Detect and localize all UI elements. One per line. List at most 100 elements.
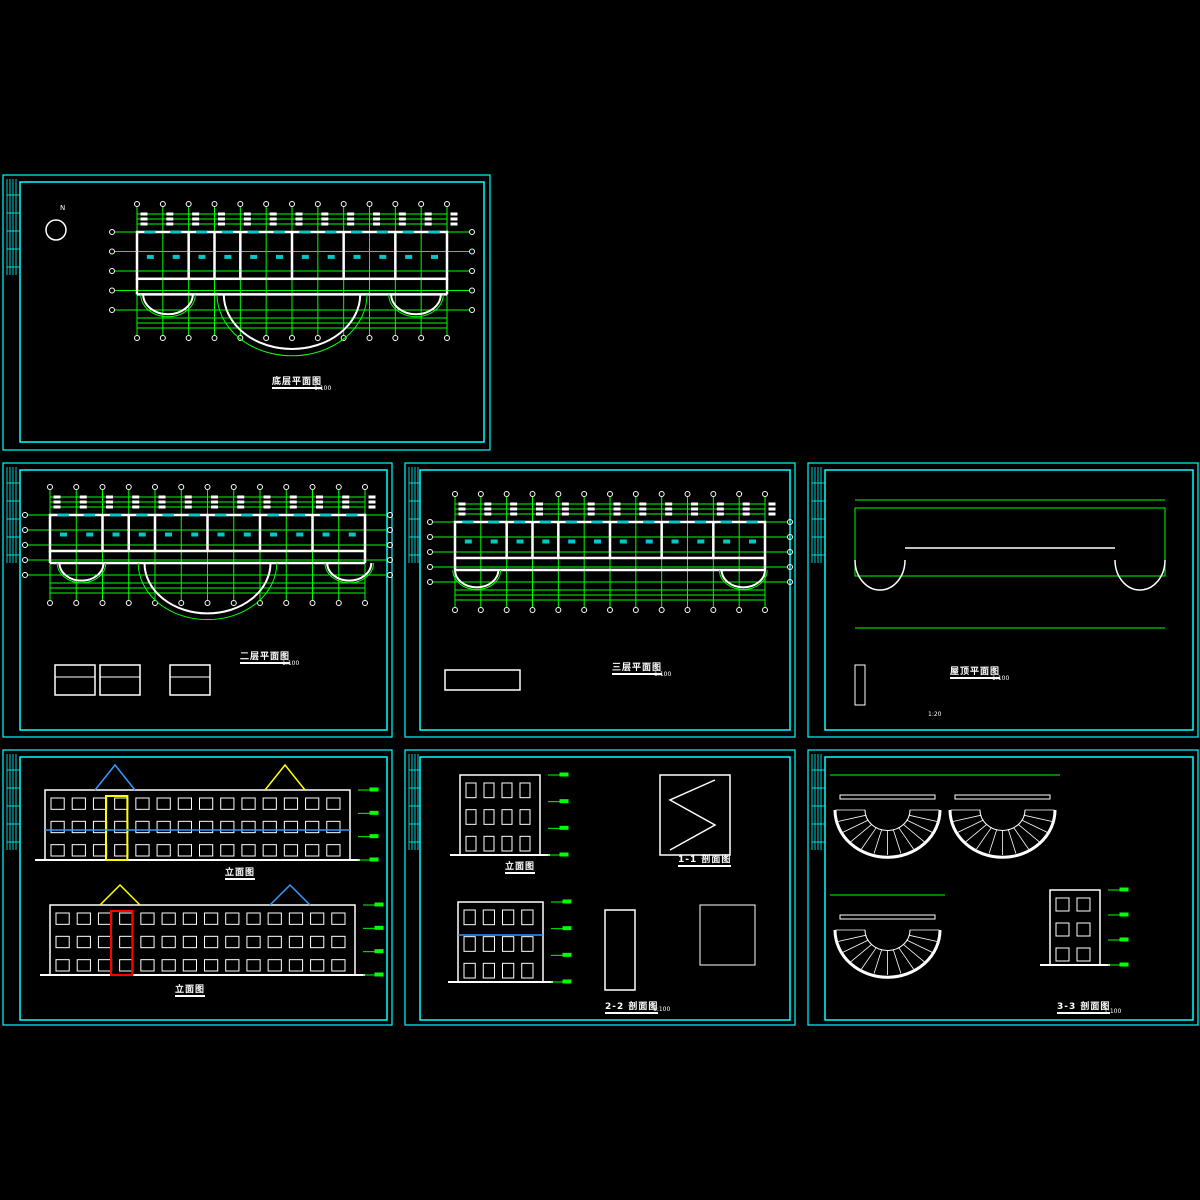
axis-bubble (392, 201, 399, 207)
second-floor-dim-text (263, 500, 271, 504)
ground-floor-dim-text (398, 212, 406, 216)
axis-bubble (340, 335, 347, 341)
ground-floor-dim-text (398, 222, 406, 226)
axis-bubble (314, 201, 321, 207)
section-3-3-window (1055, 947, 1070, 962)
ground-floor-dim-text (373, 212, 380, 216)
sheet-title-section-1-1: 1-1 剖面图 (678, 855, 732, 867)
second-floor-dim-text (289, 505, 297, 509)
stair-flight (668, 779, 717, 851)
axis-bubble (469, 268, 475, 274)
third-floor-dim-text (639, 502, 647, 506)
second-floor-dim-text (132, 500, 140, 504)
third-floor-window (591, 520, 603, 524)
front-elevation-window (241, 797, 256, 810)
second-floor-room-label (243, 532, 251, 537)
stair-tread (965, 823, 988, 843)
axis-bubble (787, 549, 793, 555)
ground-floor-dim-text (192, 217, 200, 221)
spiral-stair-outer (833, 809, 942, 859)
third-floor-dim-text (639, 512, 647, 516)
second-floor-dim-text (158, 500, 166, 504)
axis-bubble (452, 491, 458, 497)
third-floor-window (746, 520, 758, 524)
third-floor-curved-bay-wall (720, 569, 766, 589)
rear-elevation-window (161, 935, 176, 949)
sheet-third-floor-outer-frame (404, 462, 796, 738)
second-floor-curved-bay-wall (143, 562, 272, 615)
stair-tread (873, 949, 883, 974)
front-elevation-window (283, 797, 299, 810)
section-elevation-window (463, 909, 476, 926)
ground-floor-room-label (431, 254, 438, 259)
second-floor-dim-text (237, 495, 245, 499)
section-elevation-window (502, 936, 515, 952)
rear-elevation-window (97, 912, 113, 925)
axis-bubble (427, 579, 433, 585)
front-elevation-window (241, 820, 256, 834)
spiral-stair-inner (979, 809, 1026, 831)
section-3-3-level-text (1119, 887, 1129, 892)
axis-bubble (152, 484, 158, 490)
third-floor-dim-text (639, 507, 647, 511)
section-1-1-outline (659, 774, 731, 856)
second-floor-dim-text (342, 495, 350, 499)
axis-bubble (555, 491, 562, 497)
third-floor-dim-text (613, 512, 621, 516)
second-floor-window (346, 513, 358, 517)
stair-tread (898, 947, 914, 970)
rear-elevation-window (204, 959, 219, 972)
axis-bubble (178, 484, 185, 490)
axis-bubble (289, 335, 295, 341)
ground-floor-dim-text (398, 217, 406, 221)
sheet-title-elevation-1: 立面图 (225, 868, 256, 880)
front-elevation-window (135, 797, 150, 810)
sheet-title-section-2-2: 2-2 剖面图 (605, 1002, 659, 1014)
second-floor-window (241, 513, 253, 517)
spiral-stair-inner (864, 929, 911, 951)
second-floor-dim-text (106, 495, 113, 499)
third-floor-window (513, 520, 526, 524)
ground-floor-room-label (146, 254, 154, 259)
third-floor-dim-text (458, 502, 466, 506)
section-elevation-window (502, 962, 515, 979)
stair-tread (1017, 823, 1040, 843)
ground-floor-window (402, 230, 414, 234)
sheet-elevations-outer-frame (2, 749, 393, 1026)
second-floor-room-label (296, 532, 304, 537)
second-floor-room-label (348, 532, 356, 537)
gable-roof (269, 883, 311, 906)
front-elevation-window (71, 820, 86, 834)
axis-bubble (366, 335, 373, 341)
stair-tread (1023, 814, 1053, 823)
axis-bubble (736, 491, 743, 497)
side-elevation-window (519, 782, 531, 799)
axis-bubble (109, 268, 115, 274)
ground-floor-dim-text (450, 212, 458, 216)
axis-bubble (109, 287, 115, 294)
front-elevation-window (220, 797, 235, 810)
rear-elevation-accent-band (110, 910, 134, 976)
front-elevation-window (262, 844, 277, 857)
second-floor-room-label (165, 532, 172, 537)
front-elevation-window (50, 820, 65, 834)
third-floor-dim-text (716, 507, 724, 511)
sheet-title-third-floor: 三层平面图 (612, 663, 663, 675)
section-elevation-level-text (562, 899, 572, 904)
third-floor-dim-text (484, 502, 492, 506)
ground-floor-curved-step (388, 294, 444, 318)
rear-elevation-window (225, 935, 240, 949)
axis-bubble (607, 607, 613, 613)
rear-elevation-window (182, 959, 198, 972)
rear-elevation-window (119, 959, 134, 972)
second-floor-dim-text (158, 505, 166, 509)
ground-floor-dim-text (218, 222, 225, 226)
third-floor-window (643, 520, 655, 524)
axis-bubble (230, 484, 237, 490)
ground-floor-curved-bay-wall (142, 294, 194, 316)
rear-elevation-window (310, 912, 325, 925)
window-detail (54, 664, 96, 696)
sheet-title-side-elevation: 立面图 (505, 862, 536, 874)
rear-elevation-window (161, 959, 176, 972)
ground-floor-dim-text (450, 217, 458, 221)
